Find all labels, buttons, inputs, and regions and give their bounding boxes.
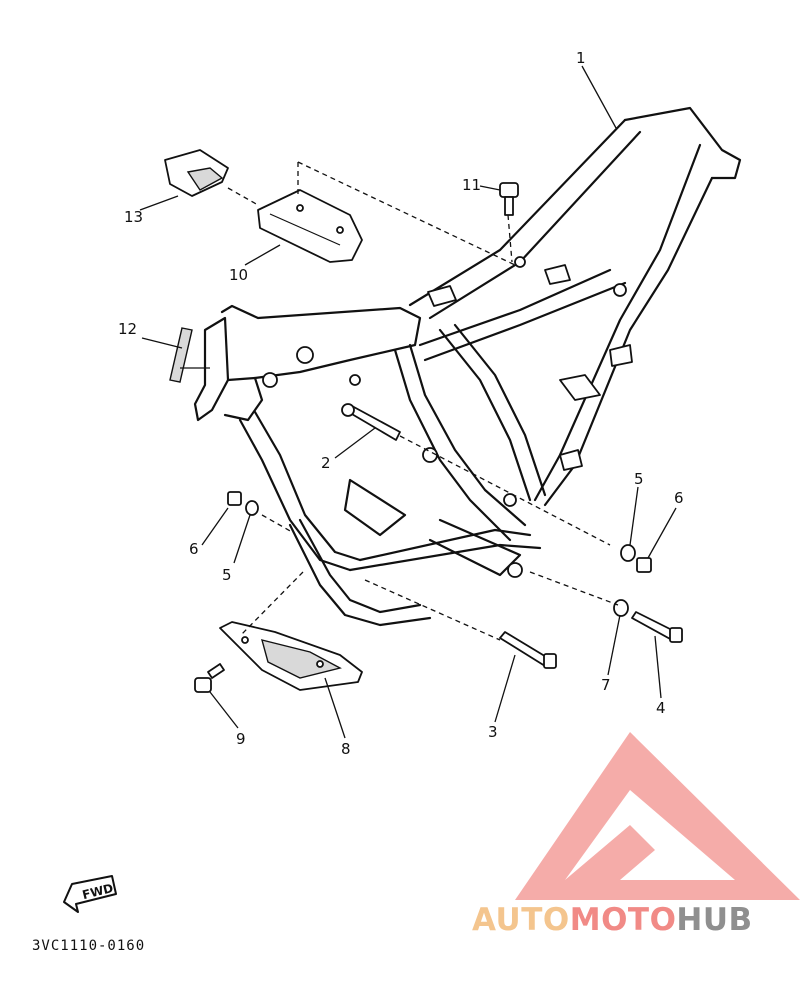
watermark-logo-icon: [515, 732, 800, 900]
part-6-nut-right: [636, 557, 652, 573]
callout-2: 2: [321, 454, 331, 472]
callout-10: 10: [229, 266, 248, 284]
drawing-code: 3VC1110-0160: [32, 938, 146, 954]
callout-11: 11: [462, 176, 481, 194]
part-2-bolt: [341, 403, 401, 441]
callout-1: 1: [576, 49, 586, 67]
part-5-washer-right: [620, 544, 636, 562]
callout-13: 13: [124, 208, 143, 226]
callout-5-right: 5: [634, 470, 644, 488]
callout-4: 4: [656, 699, 666, 717]
part-6-nut-left: [227, 491, 242, 506]
callout-3: 3: [488, 723, 498, 741]
part-8-skid-plate: [219, 621, 363, 691]
callout-12: 12: [118, 320, 137, 338]
forward-arrow-icon: FWD: [63, 875, 117, 913]
callout-5-left: 5: [222, 566, 232, 584]
part-9-bolt: [194, 663, 225, 693]
part-12-label: [169, 327, 193, 383]
watermark-wordmark: AUTOMOTOHUB: [472, 902, 753, 938]
callout-8: 8: [341, 740, 351, 758]
callout-6-right: 6: [674, 489, 684, 507]
callout-6-left: 6: [189, 540, 199, 558]
assembly-lines: [227, 161, 619, 641]
part-7-washer: [613, 599, 629, 617]
callout-9: 9: [236, 730, 246, 748]
watermark-auto: AUTO: [472, 902, 570, 938]
callout-labels: 1 2 3 4 5 5 6 6 7 8 9 10 11 12 13: [118, 49, 684, 758]
callout-7: 7: [601, 676, 611, 694]
watermark-hub: HUB: [676, 902, 753, 938]
part-5-washer-left: [245, 500, 259, 516]
part-13-cover: [164, 149, 229, 197]
part-3-bolt: [499, 631, 557, 669]
main-frame: [193, 106, 742, 627]
watermark-moto: MOTO: [569, 902, 677, 938]
part-10-guard: [257, 189, 363, 263]
part-11-bolt: [499, 182, 519, 216]
part-4-bolt: [631, 611, 683, 643]
leader-lines: [139, 65, 677, 739]
